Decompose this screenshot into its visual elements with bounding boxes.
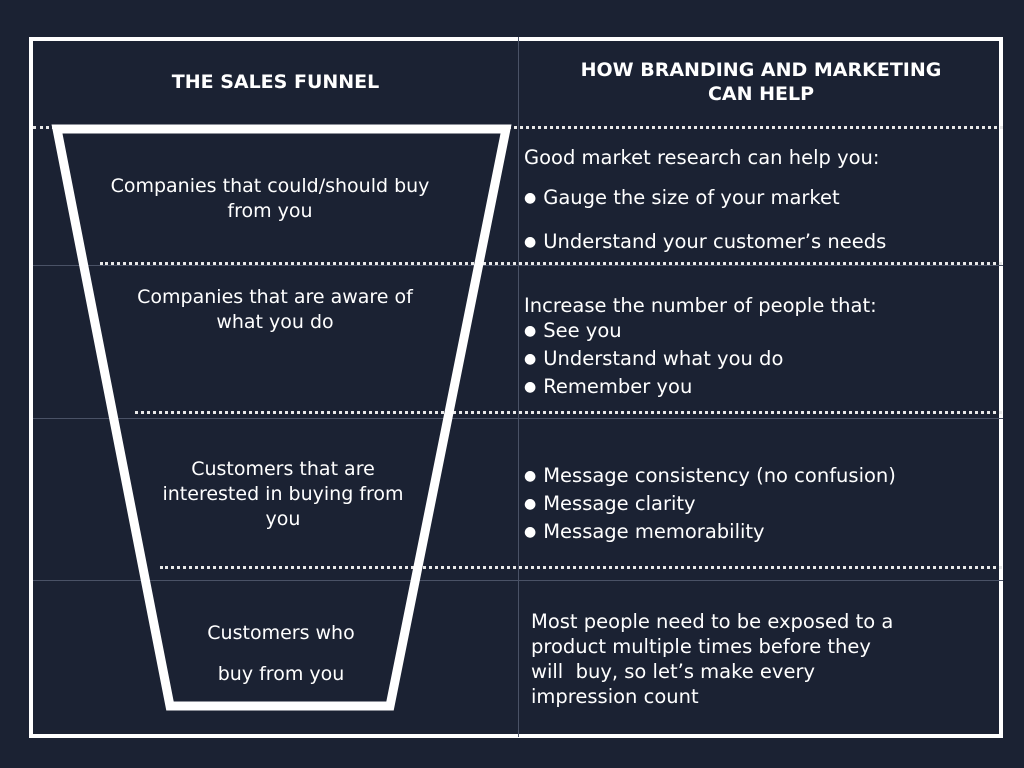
help-row-2: Increase the number of people that: See … [524,293,1000,402]
list-item: Message memorability [524,519,1000,547]
row-separator [33,418,1003,419]
left-column-header: THE SALES FUNNEL [171,71,380,93]
funnel-stage-3-line: interested in buying from [162,483,404,505]
column-divider [518,37,519,737]
funnel-stage-1-line: Companies that could/should buy [110,175,430,197]
dotted-separator [160,566,1002,569]
dotted-separator [100,262,1002,265]
table-frame [29,37,1003,738]
help-row-4-line: Most people need to be exposed to a [531,610,894,633]
help-row-3: Message consistency (no confusion) Messa… [524,463,1000,547]
dotted-separator [135,411,1002,414]
list-item: See you [524,318,1000,346]
funnel-stage-4: Customers who buy from you [176,613,386,695]
help-row-2-list: See you Understand what you do Remember … [524,318,1000,402]
funnel-stage-4-line: Customers who [207,622,355,644]
right-column-header: HOW BRANDING AND MARKETING CAN HELP [522,58,1000,106]
funnel-stage-3-line: you [265,508,301,530]
funnel-stage-2-line: what you do [216,311,334,333]
list-item: Gauge the size of your market [524,185,1000,213]
help-row-4-line: impression count [531,685,699,708]
list-item: Remember you [524,374,1000,402]
help-row-4-line: product multiple times before they [531,635,871,658]
funnel-stage-2-line: Companies that are aware of [137,286,413,308]
right-header-line: CAN HELP [707,83,815,105]
funnel-stage-4-line: buy from you [217,663,345,685]
funnel-stage-2: Companies that are aware of what you do [100,285,450,335]
row-separator [33,265,1003,266]
list-item: Message clarity [524,491,1000,519]
list-item: Understand your customer’s needs [524,229,1000,257]
help-row-3-list: Message consistency (no confusion) Messa… [524,463,1000,547]
funnel-stage-3-line: Customers that are [191,458,375,480]
help-row-1-list: Gauge the size of your market Understand… [524,185,1000,257]
right-header-line: HOW BRANDING AND MARKETING [580,59,942,81]
funnel-stage-1: Companies that could/should buy from you [80,174,460,224]
header-dotted-separator [33,126,1003,129]
row-separator [33,580,1003,581]
help-row-2-intro: Increase the number of people that: [524,294,877,317]
help-row-4: Most people need to be exposed to a prod… [531,609,991,709]
help-row-4-line: will buy, so let’s make every [531,660,816,683]
list-item: Message consistency (no confusion) [524,463,1000,491]
help-row-1: Good market research can help you: Gauge… [524,145,1000,257]
help-row-1-intro: Good market research can help you: [524,146,880,169]
list-item: Understand what you do [524,346,1000,374]
funnel-stage-3: Customers that are interested in buying … [140,457,426,532]
funnel-stage-1-line: from you [227,200,313,222]
